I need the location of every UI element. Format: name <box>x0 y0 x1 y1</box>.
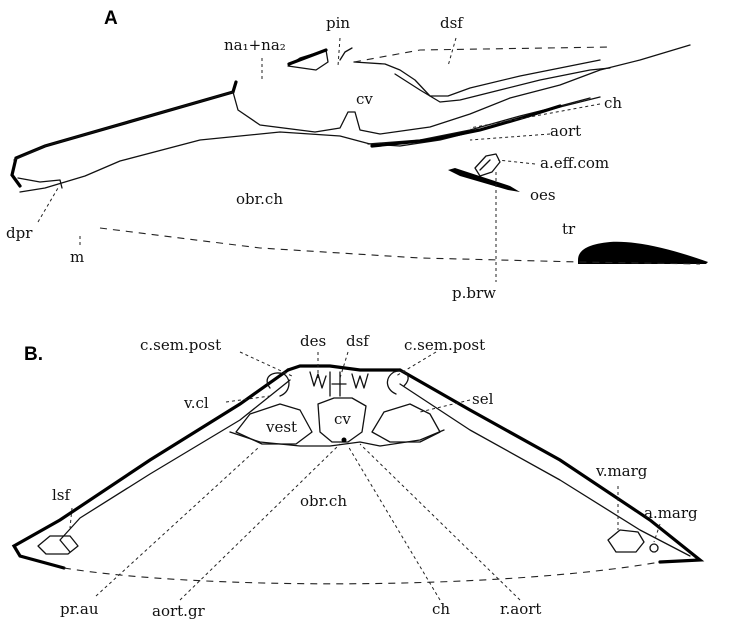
lead-dsf-b <box>340 352 348 378</box>
label-sel-b: sel <box>472 390 494 408</box>
lead-dpr-a <box>38 188 58 222</box>
lead-csem-left-b <box>240 352 292 376</box>
aortic-groove-dot-b <box>342 438 347 443</box>
label-tr-a: tr <box>562 220 576 238</box>
label-vest-b: vest <box>265 418 297 436</box>
label-na-a: na₁+na₂ <box>224 36 286 54</box>
label-prau-b: pr.au <box>60 600 99 618</box>
label-ch-b: ch <box>432 600 450 618</box>
lead-pin-a <box>338 38 340 66</box>
cranial-vault-a <box>354 60 600 96</box>
label-dsf-a: dsf <box>440 14 464 32</box>
panel-b-letter: B. <box>24 344 43 365</box>
label-aeffcom-a: a.eff.com <box>540 154 609 172</box>
des-rays-b <box>310 372 368 388</box>
right-marginal-b <box>608 530 644 552</box>
dsf-bars-b <box>330 372 346 396</box>
skull-outer-left-b <box>14 370 288 568</box>
label-obrch-a: obr.ch <box>236 190 283 208</box>
label-cv-a: cv <box>356 90 373 108</box>
label-lsf-b: lsf <box>52 486 71 504</box>
lead-aeff-a <box>498 160 535 164</box>
label-ch-a: ch <box>604 94 622 112</box>
label-des-b: des <box>300 332 326 350</box>
snout-lower-a <box>18 178 62 188</box>
skull-outer-right-b <box>400 370 700 562</box>
label-vcl-b: v.cl <box>183 394 209 412</box>
panel-a-letter: A <box>104 8 118 29</box>
label-raort-b: r.aort <box>500 600 541 618</box>
label-cv-b: cv <box>334 410 351 428</box>
oes-dark-a <box>448 168 520 192</box>
lead-ch-b <box>348 446 440 600</box>
lead-dsf-a <box>448 38 456 66</box>
label-oes-a: oes <box>530 186 556 204</box>
label-csem-left-b: c.sem.post <box>140 336 221 354</box>
left-marginal-b <box>38 536 78 554</box>
skull-roof-b <box>288 366 400 370</box>
label-dsf-b: dsf <box>346 332 370 350</box>
label-dpr-a: dpr <box>6 224 33 242</box>
lead-prau-b <box>96 448 258 596</box>
a-marg-dot-b <box>650 544 658 552</box>
label-m-a: m <box>70 248 84 266</box>
label-csem-right-b: c.sem.post <box>404 336 485 354</box>
label-amarg-b: a.marg <box>644 504 698 522</box>
lead-raort-b <box>360 444 520 600</box>
pineal-a <box>340 48 352 60</box>
label-vmarg-b: v.marg <box>595 462 648 480</box>
ventral-dashed-b <box>64 562 660 584</box>
trabecula-a <box>578 242 708 264</box>
skull-dorsal-edge-a <box>12 82 236 186</box>
nasal-piece-dark-a <box>289 50 326 64</box>
label-aort-a: aort <box>550 122 581 140</box>
panel-b: B. c. <box>14 332 700 620</box>
skull-inner-left-b <box>60 380 290 552</box>
cranial-vault-inner-a <box>395 68 610 102</box>
label-pin-a: pin <box>326 14 350 32</box>
aorta-hatching-a <box>372 106 560 146</box>
label-aortgr-b: aort.gr <box>152 602 206 620</box>
label-pbrw-a: p.brw <box>452 284 496 302</box>
skull-ventral-edge-a <box>20 97 600 192</box>
lead-aort-a <box>470 134 550 140</box>
dorsal-dashed-a <box>354 47 610 62</box>
label-obrch-b: obr.ch <box>300 492 347 510</box>
lead-aortgr-b <box>180 444 340 600</box>
panel-a: A na₁+na₂ <box>6 8 708 302</box>
